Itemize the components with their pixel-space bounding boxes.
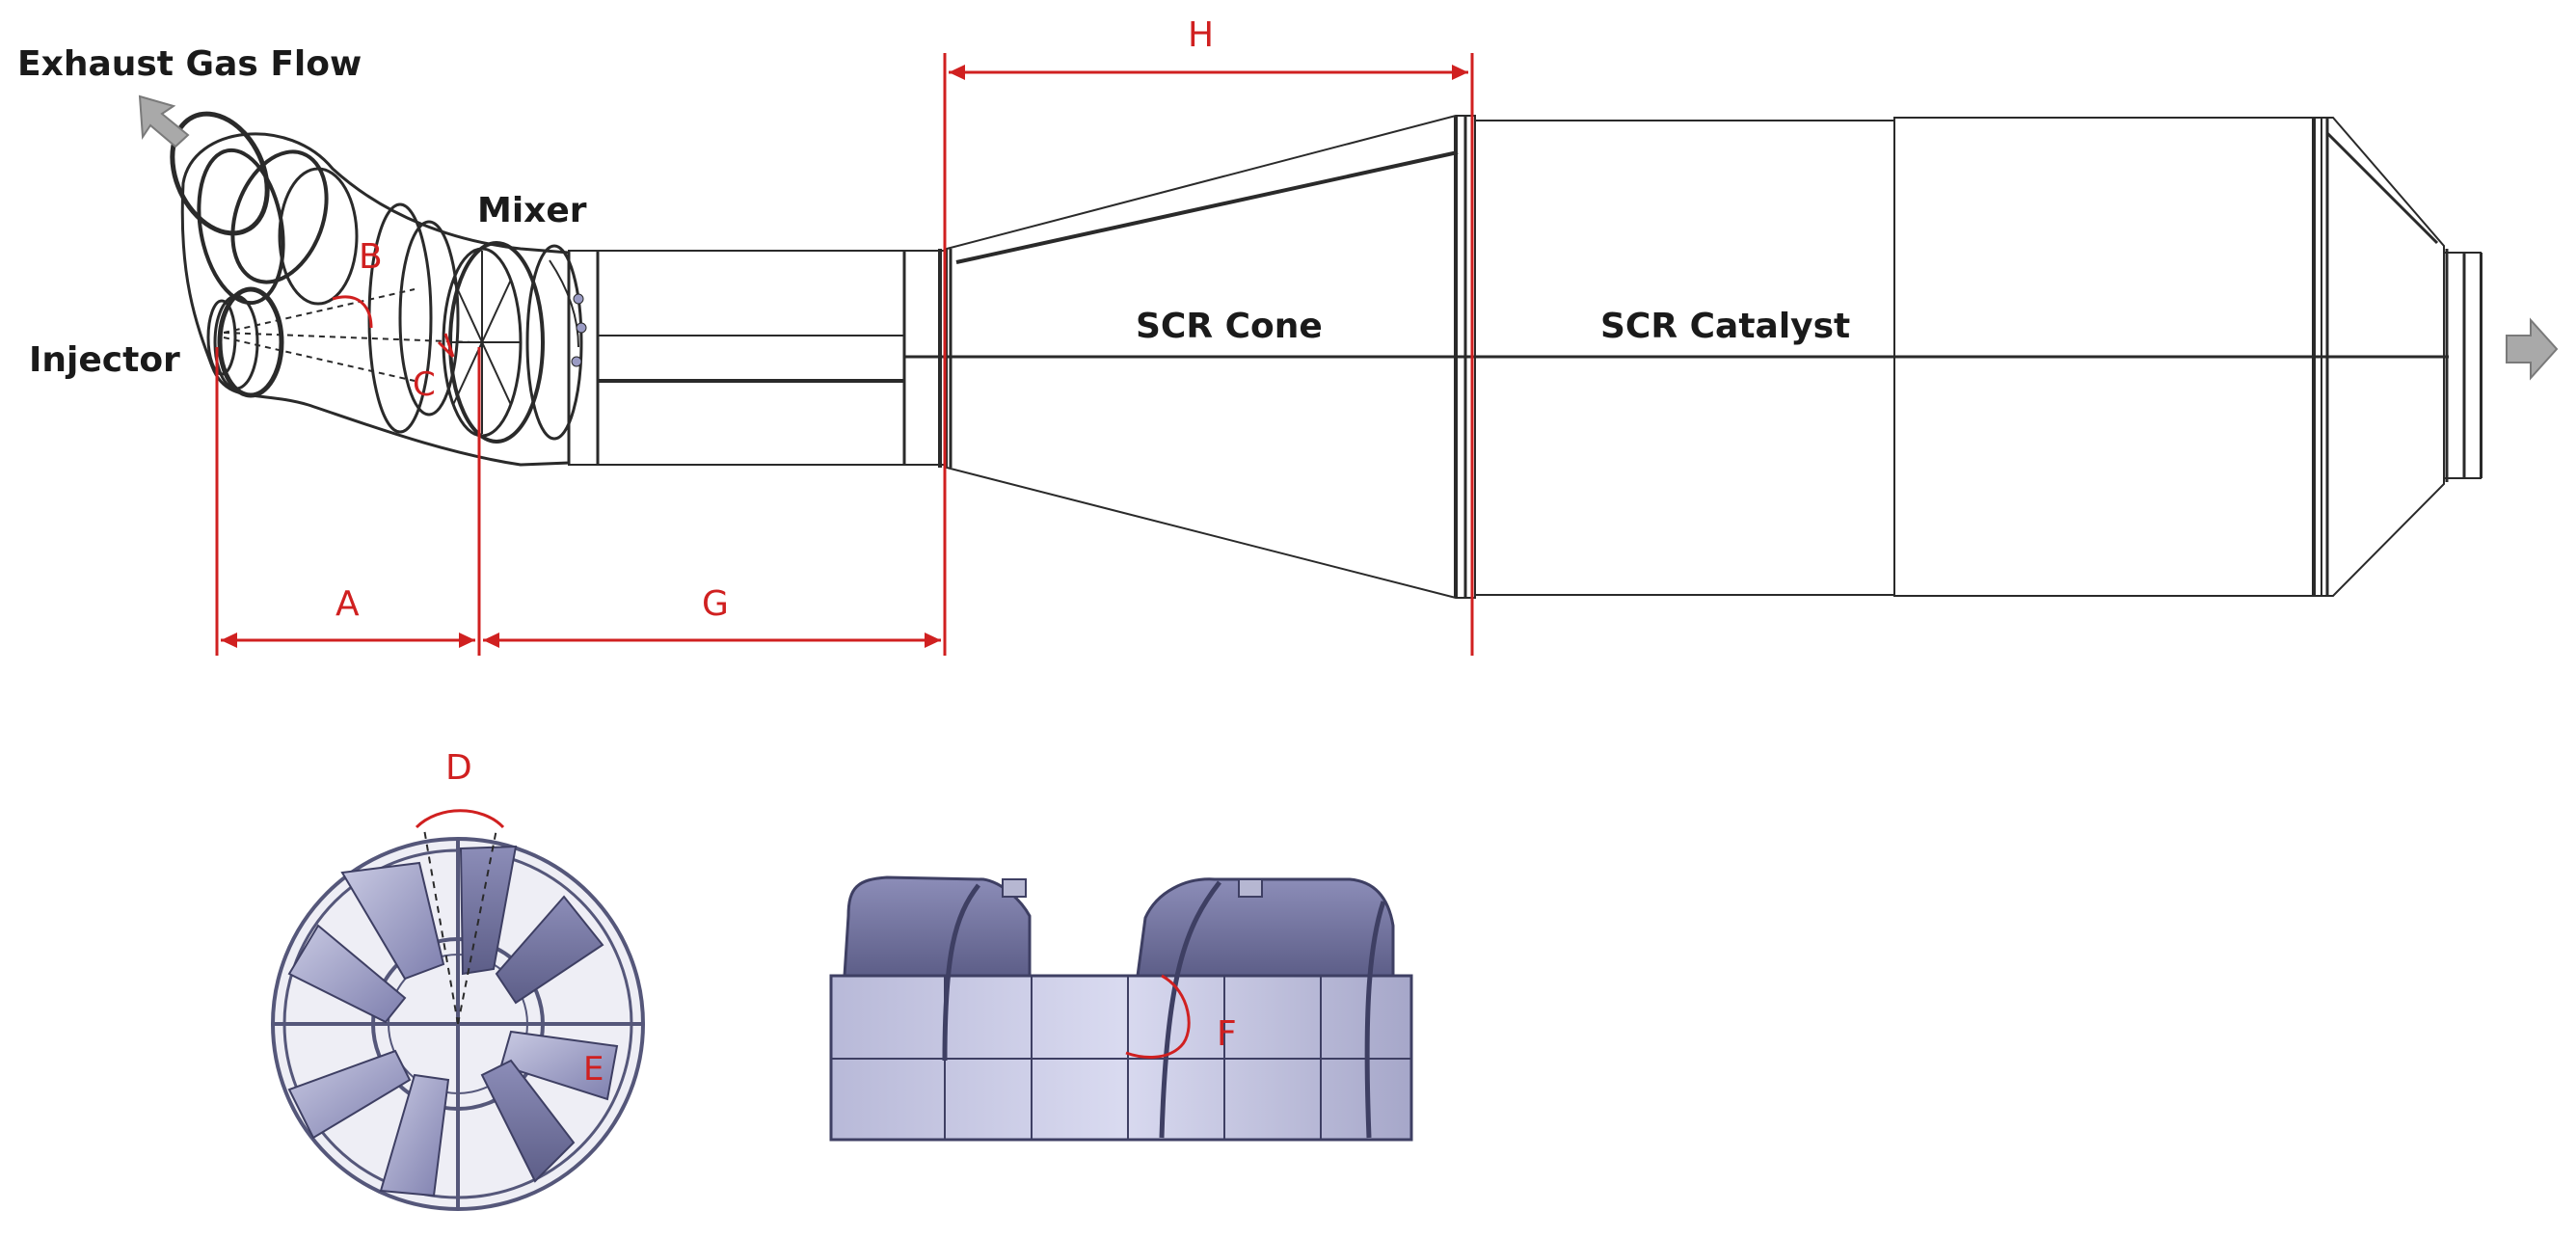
dimension-a-label: A bbox=[335, 584, 360, 624]
dimension-h-label: H bbox=[1188, 15, 1214, 55]
inlet-elbow bbox=[180, 132, 571, 467]
dimension-c-label: C bbox=[413, 365, 436, 404]
scr-cone-label: SCR Cone bbox=[1136, 307, 1323, 346]
outlet-cone bbox=[2321, 117, 2445, 597]
injector-label: Injector bbox=[29, 340, 180, 380]
dimension-f-label: F bbox=[1217, 1014, 1237, 1054]
mixer-front-view bbox=[271, 809, 645, 1211]
dimension-d-label: D bbox=[445, 748, 472, 788]
dimension-g-label: G bbox=[702, 584, 729, 624]
outlet-flow-arrow bbox=[2506, 317, 2559, 381]
outlet-pipe bbox=[2443, 252, 2482, 479]
inlet-flow-arrow bbox=[138, 94, 190, 148]
dimension-lines bbox=[215, 53, 1474, 656]
scr-catalyst-label: SCR Catalyst bbox=[1600, 307, 1850, 346]
dimension-e-label: E bbox=[583, 1050, 604, 1089]
mixer-side-view bbox=[829, 875, 1413, 1142]
mixing-pipe bbox=[568, 250, 948, 466]
dimension-b-label: B bbox=[359, 237, 383, 277]
exhaust-assembly bbox=[170, 111, 2482, 599]
mixer-label: Mixer bbox=[477, 191, 587, 230]
exhaust-gas-flow-label: Exhaust Gas Flow bbox=[17, 44, 362, 84]
